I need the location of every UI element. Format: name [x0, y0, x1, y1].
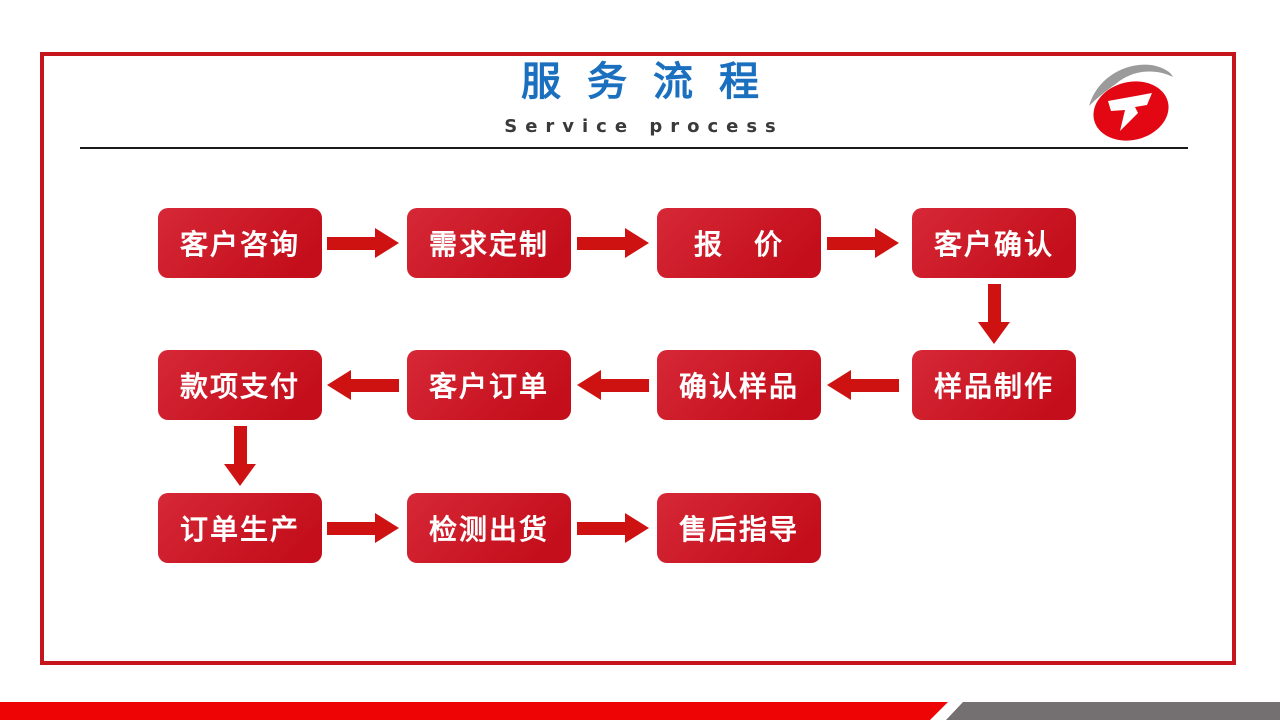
flow-step-label: 客户订单 [428, 370, 549, 403]
flow-step-label: 客户确认 [933, 228, 1054, 261]
flow-step-label: 售后指导 [678, 513, 799, 546]
flow-step-label: 客户咨询 [179, 228, 300, 261]
logo-icon [1089, 64, 1173, 141]
flow-step-label: 报 价 [693, 228, 784, 261]
arrow-left-icon [327, 370, 399, 400]
flow-step-payment[interactable]: 款项支付 [158, 350, 322, 420]
title-divider [80, 147, 1188, 149]
flow-step-label: 订单生产 [179, 513, 300, 546]
arrow-right-icon [327, 513, 399, 543]
flow-step-sample-production[interactable]: 样品制作 [912, 350, 1076, 420]
arrow-left-icon [577, 370, 649, 400]
flow-step-customer-inquiry[interactable]: 客户咨询 [158, 208, 322, 278]
flow-step-label: 款项支付 [179, 370, 300, 403]
flow-step-demand-customization[interactable]: 需求定制 [407, 208, 571, 278]
arrow-down-icon [978, 284, 1010, 344]
flow-step-label: 需求定制 [428, 228, 549, 261]
arrow-down-icon [224, 426, 256, 486]
page-subtitle: Service process [504, 116, 784, 137]
company-logo [1085, 60, 1175, 144]
flow-step-customer-order[interactable]: 客户订单 [407, 350, 571, 420]
flow-step-label: 检测出货 [428, 513, 549, 546]
page-title: 服务流程 [521, 59, 785, 105]
flow-step-customer-confirmation[interactable]: 客户确认 [912, 208, 1076, 278]
logo-bolt-icon [1108, 93, 1152, 131]
flow-step-order-production[interactable]: 订单生产 [158, 493, 322, 563]
arrow-right-icon [827, 228, 899, 258]
arrow-right-icon [327, 228, 399, 258]
flow-step-label: 样品制作 [933, 370, 1054, 403]
flow-step-quotation[interactable]: 报 价 [657, 208, 821, 278]
arrow-right-icon [577, 513, 649, 543]
arrow-left-icon [827, 370, 899, 400]
logo-swoosh-icon [1089, 64, 1173, 106]
flow-step-inspection-shipment[interactable]: 检测出货 [407, 493, 571, 563]
footer-bar-gray [946, 702, 1280, 720]
footer-bar-red [0, 702, 948, 720]
flow-step-sample-confirmation[interactable]: 确认样品 [657, 350, 821, 420]
flow-step-label: 确认样品 [678, 370, 799, 403]
flow-step-after-sales-guidance[interactable]: 售后指导 [657, 493, 821, 563]
arrow-right-icon [577, 228, 649, 258]
